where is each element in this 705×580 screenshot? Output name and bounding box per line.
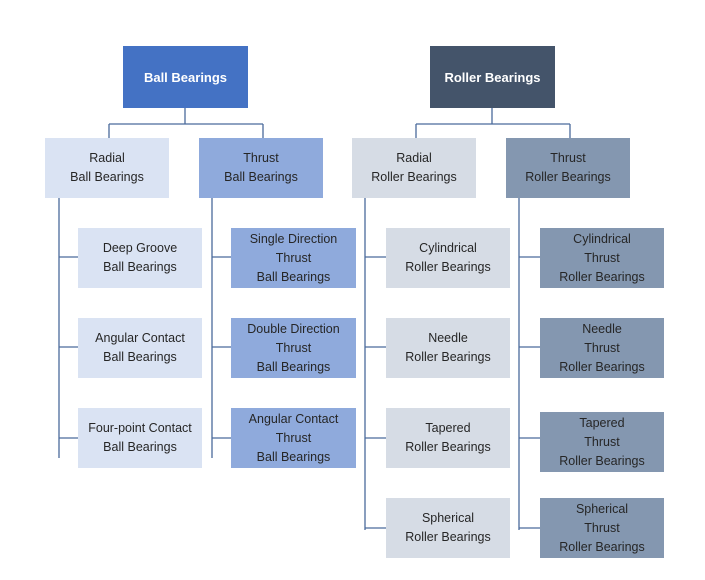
roller-bearings-box: Roller Bearings <box>430 46 555 108</box>
leaf-line1: Spherical <box>575 501 629 516</box>
leaf-line3: Roller Bearings <box>559 453 645 468</box>
radial-roller-line2: Roller Bearings <box>371 170 457 184</box>
leaf-line1: Angular Contact <box>95 331 185 345</box>
leaf-line2: Roller Bearings <box>405 530 491 544</box>
connector-roller-top <box>415 108 571 138</box>
connector-ball-radial <box>58 198 78 458</box>
leaf-line1: Deep Groove <box>102 241 178 255</box>
leaf-line1: Tapered <box>425 421 471 435</box>
leaf-line1: Cylindrical <box>573 231 631 246</box>
radial-ball-line1: Radial <box>89 151 125 165</box>
leaf-line1: Cylindrical <box>419 241 477 255</box>
leaf-line1: Spherical <box>421 511 475 525</box>
leaf-line3: Roller Bearings <box>559 539 645 554</box>
ball-bearings-box: Ball Bearings <box>123 46 248 108</box>
leaf-line1: Angular Contact <box>248 411 339 426</box>
leaf-line2: Roller Bearings <box>405 350 491 364</box>
leaf-line2: Thrust <box>584 520 620 535</box>
connector-roller-thrust <box>518 198 540 530</box>
leaf-line1: Needle <box>582 321 622 336</box>
ball-bearings-title: Ball Bearings <box>143 69 228 85</box>
leaf-line1: Needle <box>428 331 468 345</box>
connector-roller-radial <box>364 198 386 530</box>
leaf-line3: Roller Bearings <box>559 269 645 284</box>
leaf-line2: Roller Bearings <box>405 260 491 274</box>
leaf-line2: Ball Bearings <box>103 260 177 274</box>
leaf-line3: Roller Bearings <box>559 359 645 374</box>
radial-ball-line2: Ball Bearings <box>70 170 144 184</box>
leaf-line2: Thrust <box>584 434 620 449</box>
leaf-line2: Ball Bearings <box>103 350 177 364</box>
leaf-line2: Ball Bearings <box>103 440 177 454</box>
thrust-ball-line1: Thrust <box>243 151 279 165</box>
leaf-line1: Double Direction <box>247 321 340 336</box>
leaf-line2: Thrust <box>584 250 620 265</box>
thrust-roller-line1: Thrust <box>550 151 586 165</box>
thrust-ball-line2: Ball Bearings <box>224 170 298 184</box>
leaf-line1: Tapered <box>579 415 625 430</box>
thrust-roller-line2: Roller Bearings <box>525 170 611 184</box>
leaf-line1: Four-point Contact <box>88 421 192 435</box>
leaf-line2: Thrust <box>275 250 312 265</box>
leaf-line1: Single Direction <box>249 231 338 246</box>
connector-ball-top <box>108 108 264 138</box>
leaf-line2: Thrust <box>275 340 312 355</box>
leaf-line2: Thrust <box>275 430 312 445</box>
leaf-line3: Ball Bearings <box>256 269 331 284</box>
leaf-line3: Ball Bearings <box>256 449 331 464</box>
leaf-line3: Ball Bearings <box>256 359 331 374</box>
leaf-line2: Roller Bearings <box>405 440 491 454</box>
leaf-line2: Thrust <box>584 340 620 355</box>
connector-ball-thrust <box>211 198 231 458</box>
roller-bearings-title: Roller Bearings <box>444 69 541 85</box>
radial-roller-line1: Radial <box>396 151 432 165</box>
